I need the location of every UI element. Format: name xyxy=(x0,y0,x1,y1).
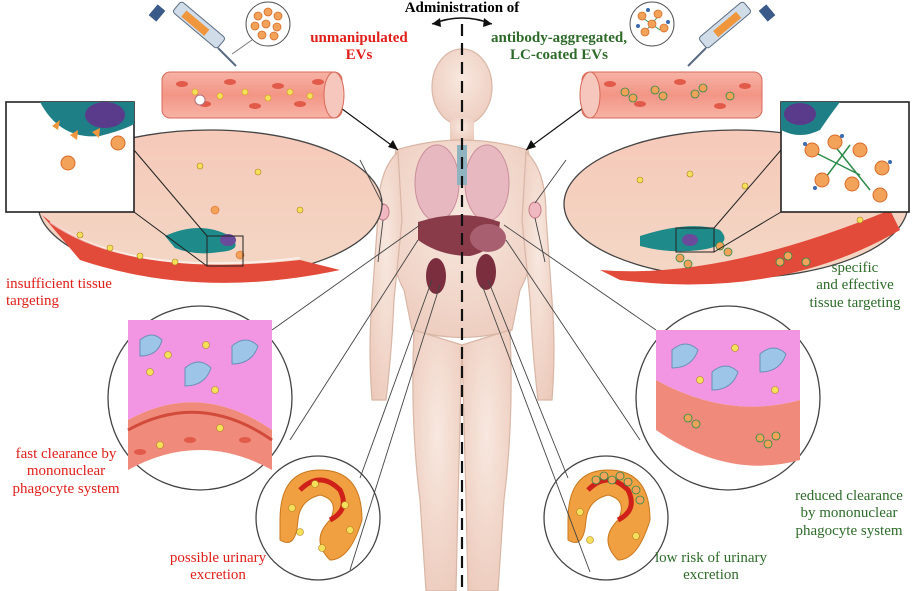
right-clearance-label: reduced clearance by mononuclear phagocy… xyxy=(786,488,912,540)
mps-circle-right xyxy=(635,305,821,491)
left-urinary-label: possible urinary excretion xyxy=(148,550,288,585)
left-clearance-label-line-2: mononuclear xyxy=(26,463,106,480)
right-clearance-label-line-1: reduced clearance xyxy=(795,488,903,504)
right-tissue-label: specific and effective tissue targeting xyxy=(798,260,912,312)
blood-vessel-icon-left xyxy=(161,71,345,119)
left-tissue-label-line-1: insufficient tissue xyxy=(6,276,112,292)
right-clearance-label-line-3: phagocyte system xyxy=(795,522,903,539)
left-heading: unmanipulated EVs xyxy=(306,30,412,65)
blood-vessel-icon-right xyxy=(579,71,763,119)
kidney-icon-right xyxy=(543,455,669,581)
left-tissue-label-line-2: targeting xyxy=(6,293,60,310)
right-heading-line-1: antibody-aggregated, xyxy=(491,30,627,46)
right-tissue-label-line-2: and effective xyxy=(816,277,894,294)
kidney-icon-left xyxy=(255,455,381,581)
left-heading-line-2: EVs xyxy=(345,47,373,64)
zoom-box-left xyxy=(5,101,208,267)
right-clearance-label-line-2: by mononuclear xyxy=(800,505,898,522)
ev-zoom-left xyxy=(231,1,291,55)
right-urinary-label: low risk of urinary excretion xyxy=(636,550,786,585)
left-tissue-label: insufficient tissue targeting xyxy=(6,276,166,311)
right-heading: antibody-aggregated, LC-coated EVs xyxy=(470,30,648,65)
zoom-box-right xyxy=(713,101,910,253)
right-tissue-label-line-3: tissue targeting xyxy=(809,294,901,311)
left-clearance-label: fast clearance by mononuclear phagocyte … xyxy=(0,446,132,498)
left-clearance-label-line-3: phagocyte system xyxy=(12,480,120,497)
left-clearance-label-line-1: fast clearance by xyxy=(15,446,117,462)
ev-zoom-right xyxy=(629,1,675,47)
right-tissue-label-line-1: specific xyxy=(831,260,879,276)
right-urinary-label-line-2: excretion xyxy=(683,567,739,584)
left-urinary-label-line-2: excretion xyxy=(190,567,246,584)
mps-circle-left xyxy=(107,305,293,491)
syringe-icon-right xyxy=(687,1,776,67)
body-icon xyxy=(369,24,555,591)
title: Administration of xyxy=(404,0,520,16)
left-heading-line-1: unmanipulated xyxy=(310,30,408,46)
right-urinary-label-line-1: low risk of urinary xyxy=(654,550,768,566)
syringe-icon-left xyxy=(148,1,237,67)
left-urinary-label-line-1: possible urinary xyxy=(169,550,267,566)
right-heading-line-2: LC-coated EVs xyxy=(510,47,608,64)
